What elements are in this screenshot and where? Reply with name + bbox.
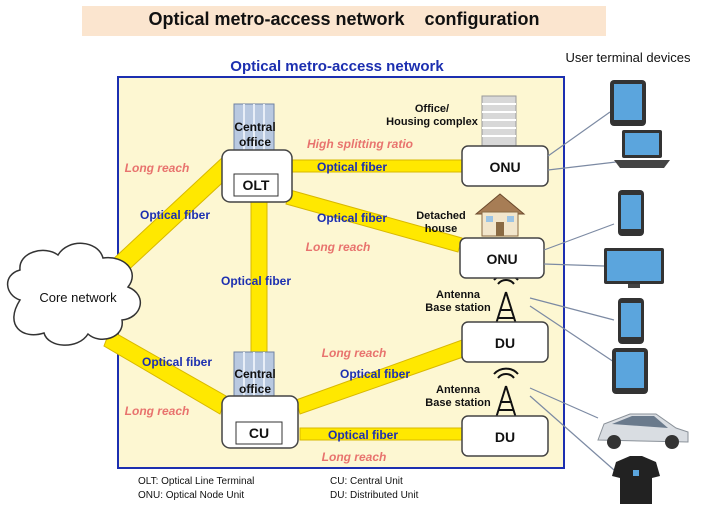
- tablet-icon-1: [610, 80, 646, 126]
- legend-olt: OLT: Optical Line Terminal: [138, 476, 254, 487]
- long-reach-label-2: Long reach: [306, 240, 371, 254]
- wearable-shirt-icon: [612, 456, 660, 504]
- detached-house-line2: house: [425, 223, 457, 235]
- smartphone-icon-2: [618, 298, 644, 344]
- laptop-icon: [614, 130, 670, 168]
- central-office-bottom-line1: Central: [234, 367, 275, 381]
- office-building-icon: [481, 95, 517, 147]
- antenna-top-line2: Base station: [425, 302, 491, 314]
- central-office-top-line1: Central: [234, 120, 275, 134]
- olt-label: OLT: [243, 177, 270, 193]
- legend-cu: CU: Central Unit: [330, 476, 403, 487]
- node-olt: OLT: [221, 149, 293, 203]
- office-housing-line2: Housing complex: [386, 116, 479, 128]
- onu-house-label: ONU: [486, 251, 517, 267]
- core-network-label: Core network: [39, 290, 117, 305]
- high-splitting-label: High splitting ratio: [307, 137, 413, 151]
- fiber-label-cu-du-top: Optical fiber: [340, 367, 410, 381]
- fiber-label-core-olt: Optical fiber: [140, 208, 210, 222]
- long-reach-label-1: Long reach: [125, 161, 190, 175]
- core-network-cloud: Core network: [6, 242, 142, 346]
- title-bar: Optical metro-access network configurati…: [82, 6, 606, 36]
- network-label: Optical metro-access network: [230, 58, 444, 75]
- smartphone-icon-1: [618, 190, 644, 236]
- house-icon: [474, 193, 526, 237]
- cu-label: CU: [249, 425, 269, 441]
- long-reach-label-5: Long reach: [322, 450, 387, 464]
- legend-du: DU: Distributed Unit: [330, 490, 419, 501]
- antenna-icon-bottom: [493, 367, 519, 419]
- du-bottom-label: DU: [495, 429, 515, 445]
- fiber-label-olt-cu: Optical fiber: [221, 274, 291, 288]
- onu-office-label: ONU: [489, 159, 520, 175]
- legend-onu: ONU: Optical Node Unit: [138, 490, 244, 501]
- antenna-top-line1: Antenna: [436, 289, 481, 301]
- device-lines: [529, 111, 617, 471]
- tablet-icon-2: [612, 348, 648, 394]
- fiber-label-olt-house: Optical fiber: [317, 211, 387, 225]
- long-reach-label-4: Long reach: [322, 346, 387, 360]
- antenna-bottom-line2: Base station: [425, 397, 491, 409]
- node-du-bottom: DU: [461, 415, 549, 457]
- user-terminal-label: User terminal devices: [566, 50, 691, 65]
- central-office-bottom-line2: office: [239, 382, 271, 396]
- detached-house-line1: Detached: [416, 210, 466, 222]
- monitor-icon: [604, 248, 664, 288]
- node-cu: CU: [221, 395, 299, 449]
- page-title: Optical metro-access network configurati…: [148, 9, 540, 29]
- office-housing-line1: Office/: [415, 103, 449, 115]
- cloud-shape: [6, 242, 142, 346]
- long-reach-label-3: Long reach: [125, 404, 190, 418]
- node-onu-house: ONU: [459, 237, 545, 279]
- central-office-top-line2: office: [239, 135, 271, 149]
- fiber-label-olt-onu: Optical fiber: [317, 160, 387, 174]
- node-du-top: DU: [461, 321, 549, 363]
- antenna-bottom-line1: Antenna: [436, 384, 481, 396]
- node-onu-office: ONU: [461, 145, 549, 187]
- car-icon: [597, 413, 689, 449]
- du-top-label: DU: [495, 335, 515, 351]
- fiber-label-cu-du-bottom: Optical fiber: [328, 428, 398, 442]
- fiber-label-core-cu: Optical fiber: [142, 355, 212, 369]
- fiber-core-cu: [103, 329, 227, 415]
